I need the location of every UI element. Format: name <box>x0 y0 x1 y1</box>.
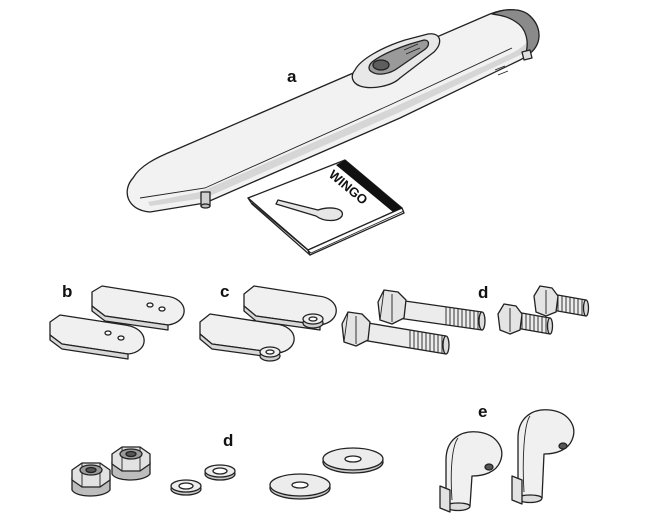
label-d-top: d <box>478 283 488 302</box>
short-bolts <box>497 285 590 335</box>
flat-plates <box>49 285 185 360</box>
label-c: c <box>220 282 229 301</box>
large-washers <box>269 447 384 500</box>
long-bolts <box>341 289 486 355</box>
label-b: b <box>62 282 72 301</box>
label-a: a <box>287 67 297 86</box>
gear-motor-unit <box>126 9 540 213</box>
weld-plates <box>199 285 337 362</box>
instruction-manual: WINGO <box>247 159 405 256</box>
release-keys <box>439 409 575 513</box>
lock-nuts <box>71 446 151 497</box>
label-e: e <box>478 402 487 421</box>
label-d-bottom: d <box>223 431 233 450</box>
small-washers <box>170 464 236 496</box>
